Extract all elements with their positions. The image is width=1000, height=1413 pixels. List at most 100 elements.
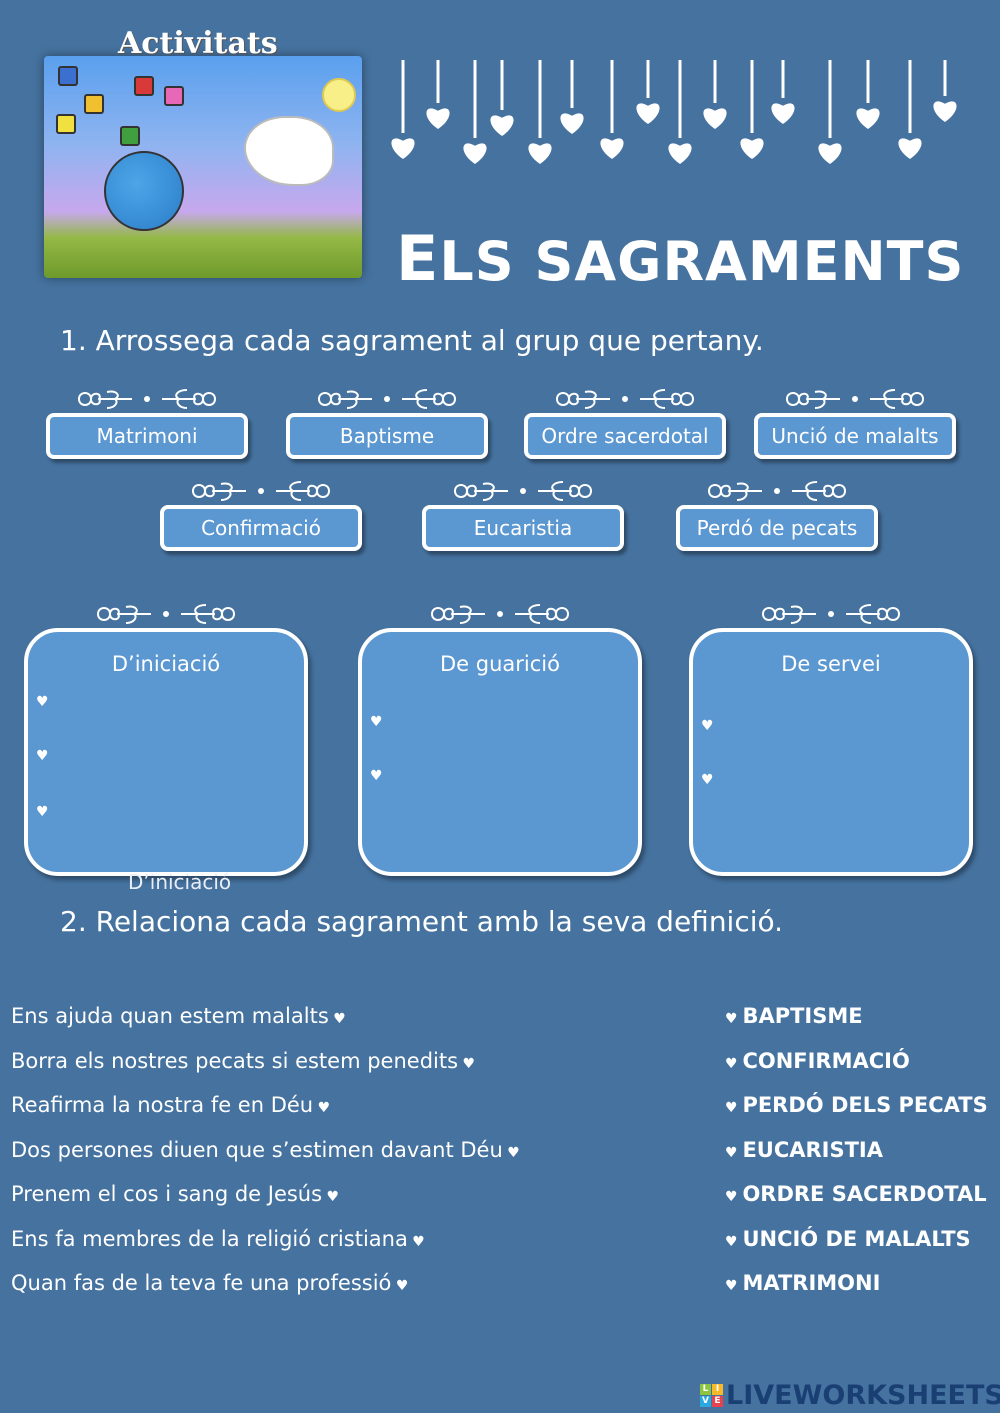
sacrament-chip[interactable]: Confirmació bbox=[160, 505, 362, 551]
group-title: De guarició bbox=[440, 652, 560, 676]
heart-icon bbox=[560, 113, 584, 134]
question-1: 1. Arrossega cada sagrament al grup que … bbox=[60, 324, 764, 357]
group-dropzone[interactable]: De guarició ♥ ♥ bbox=[358, 628, 642, 876]
sacrament-chip[interactable]: Matrimoni bbox=[46, 413, 248, 459]
answer-text: ORDRE SACERDOTAL bbox=[742, 1182, 987, 1206]
gift-drawing bbox=[56, 114, 76, 134]
heart-icon[interactable]: ♥ bbox=[725, 1233, 743, 1250]
liveworksheets-logo: L I V E LIVEWORKSHEETS bbox=[700, 1380, 1000, 1411]
hanging-hearts-decoration bbox=[391, 60, 957, 164]
heart-vine-ornament bbox=[96, 604, 236, 624]
heart-vine-ornament bbox=[555, 389, 695, 409]
heart-icon[interactable]: ♥ bbox=[322, 1189, 340, 1205]
heart-icon bbox=[818, 143, 842, 164]
group-dropzone[interactable]: De servei ♥ ♥ bbox=[689, 628, 973, 876]
overflow-label: D’iniciació bbox=[128, 870, 232, 894]
question-2: 2. Relaciona cada sagrament amb la seva … bbox=[60, 905, 784, 938]
heart-icon: ♥ bbox=[370, 714, 383, 730]
group-dropzone[interactable]: D’iniciació♥♥♥ bbox=[24, 628, 308, 876]
heart-icon bbox=[740, 138, 764, 159]
sacrament-chip[interactable]: Perdó de pecats bbox=[676, 505, 878, 551]
heart-icon[interactable]: ♥ bbox=[328, 1011, 346, 1027]
dove-drawing bbox=[244, 116, 334, 186]
heart-vine-ornament bbox=[761, 604, 901, 624]
logo-text: LIVEWORKSHEETS bbox=[726, 1380, 1000, 1411]
heart-icon bbox=[898, 138, 922, 159]
gift-drawing bbox=[164, 86, 184, 106]
title-rest: LS SAGRAMENTS bbox=[439, 230, 965, 293]
definition-item: Ens fa membres de la religió cristiana ♥ bbox=[11, 1227, 425, 1251]
heart-icon[interactable]: ♥ bbox=[725, 1189, 743, 1205]
page-title: ELS SAGRAMENTS bbox=[396, 222, 964, 295]
heart-icon bbox=[703, 108, 727, 129]
heart-icon[interactable]: ♥ bbox=[725, 1144, 743, 1161]
sun-drawing bbox=[322, 78, 356, 112]
logo-badge: L I V E bbox=[700, 1384, 723, 1407]
heart-vine-ornament bbox=[77, 389, 217, 409]
heart-vine-ornament bbox=[707, 481, 847, 501]
answer-item: ♥ UNCIÓ DE MALALTS bbox=[725, 1227, 971, 1251]
definition-item: Ens ajuda quan estem malalts ♥ bbox=[11, 1004, 346, 1028]
answer-text: UNCIÓ DE MALALTS bbox=[742, 1226, 971, 1251]
heart-icon bbox=[600, 138, 624, 159]
answer-text: PERDÓ DELS PECATS bbox=[742, 1093, 988, 1117]
answer-item: ♥ MATRIMONI bbox=[725, 1271, 880, 1295]
heart-icon bbox=[426, 108, 450, 129]
heart-vine-ornament bbox=[785, 389, 925, 409]
heart-icon: ♥ bbox=[370, 768, 383, 784]
definition-text: Prenem el cos i sang de Jesús bbox=[11, 1182, 323, 1206]
title-initial: E bbox=[396, 222, 440, 295]
sacrament-chip[interactable]: Unció de malalts bbox=[754, 413, 956, 459]
sacrament-chip[interactable]: Ordre sacerdotal bbox=[524, 413, 726, 459]
heart-icon[interactable]: ♥ bbox=[725, 1278, 743, 1294]
heart-icon[interactable]: ♥ bbox=[407, 1233, 425, 1250]
definition-text: Quan fas de la teva fe una professió bbox=[11, 1271, 392, 1295]
heart-icon[interactable]: ♥ bbox=[391, 1278, 409, 1294]
answer-item: ♥ CONFIRMACIÓ bbox=[725, 1049, 910, 1073]
heart-icon[interactable]: ♥ bbox=[502, 1144, 520, 1161]
heart-icon: ♥ bbox=[701, 718, 714, 734]
definition-text: Ens fa membres de la religió cristiana bbox=[11, 1226, 408, 1251]
gift-drawing bbox=[120, 126, 140, 146]
heart-icon: ♥ bbox=[36, 694, 49, 710]
definition-text: Ens ajuda quan estem malalts bbox=[11, 1004, 329, 1028]
answer-text: CONFIRMACIÓ bbox=[742, 1048, 910, 1073]
heart-icon bbox=[391, 138, 415, 159]
definition-item: Reafirma la nostra fe en Déu ♥ bbox=[11, 1093, 330, 1117]
heart-vine-ornament bbox=[453, 481, 593, 501]
answer-text: EUCARISTIA bbox=[742, 1137, 883, 1162]
heart-icon[interactable]: ♥ bbox=[725, 1055, 743, 1072]
gift-drawing bbox=[134, 76, 154, 96]
answer-item: ♥ BAPTISME bbox=[725, 1004, 863, 1028]
group-title: De servei bbox=[781, 652, 881, 676]
sacrament-chip[interactable]: Eucaristia bbox=[422, 505, 624, 551]
logo-letter: E bbox=[712, 1396, 723, 1407]
answer-text: MATRIMONI bbox=[742, 1271, 881, 1295]
heart-vine-ornament bbox=[430, 604, 570, 624]
heart-icon bbox=[771, 103, 795, 124]
group-title: D’iniciació bbox=[111, 652, 221, 676]
answer-item: ♥ EUCARISTIA bbox=[725, 1138, 883, 1162]
heart-icon bbox=[933, 101, 957, 122]
heart-icon bbox=[856, 108, 880, 129]
heart-icon[interactable]: ♥ bbox=[313, 1100, 331, 1116]
heart-icon[interactable]: ♥ bbox=[725, 1011, 743, 1027]
heart-icon: ♥ bbox=[701, 772, 714, 788]
heart-icon bbox=[463, 143, 487, 164]
logo-letter: I bbox=[712, 1384, 723, 1395]
gift-drawing bbox=[84, 94, 104, 114]
logo-letter: V bbox=[700, 1396, 711, 1407]
definition-item: Borra els nostres pecats si estem penedi… bbox=[11, 1049, 475, 1073]
illustration bbox=[44, 56, 362, 278]
activities-label: Activitats bbox=[118, 26, 278, 61]
heart-icon bbox=[636, 103, 660, 124]
definition-item: Prenem el cos i sang de Jesús ♥ bbox=[11, 1182, 339, 1206]
heart-vine-ornament bbox=[191, 481, 331, 501]
definition-item: Quan fas de la teva fe una professió ♥ bbox=[11, 1271, 408, 1295]
definition-text: Dos persones diuen que s’estimen davant … bbox=[11, 1137, 503, 1162]
heart-icon[interactable]: ♥ bbox=[458, 1055, 476, 1072]
heart-icon bbox=[490, 115, 514, 136]
heart-icon[interactable]: ♥ bbox=[725, 1100, 743, 1116]
sacrament-chip[interactable]: Baptisme bbox=[286, 413, 488, 459]
heart-icon: ♥ bbox=[36, 804, 49, 820]
